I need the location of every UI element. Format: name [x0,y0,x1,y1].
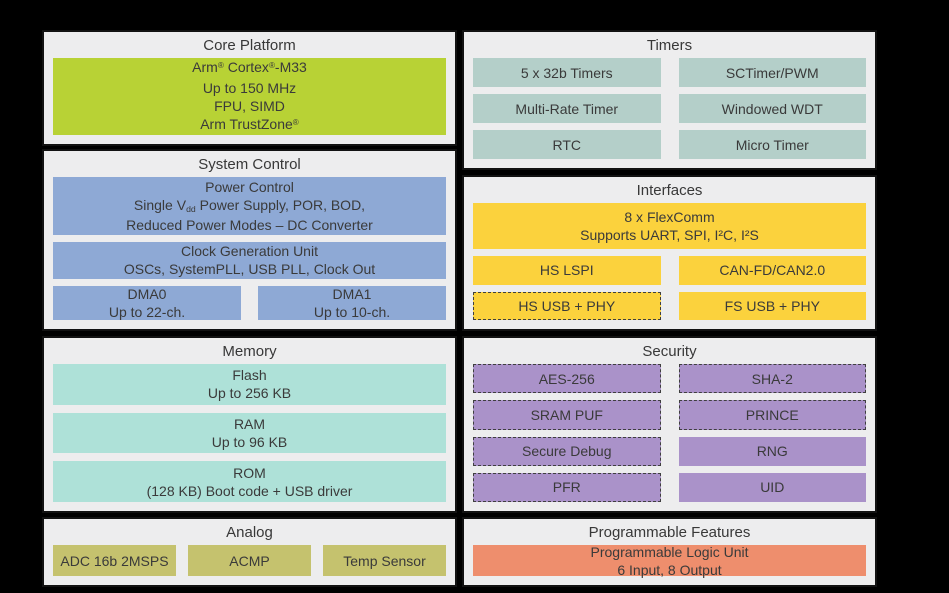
flash-size: Up to 256 KB [207,385,292,402]
block-sctimer-pwm: SCTimer/PWM [678,58,866,87]
cpu-line-4: Arm TrustZone® [200,115,299,136]
panel-interfaces: Interfaces 8 x FlexComm Supports UART, S… [462,175,877,331]
panel-core-platform: Core Platform Arm® Cortex®-M33 Up to 150… [42,30,457,146]
block-dma1: DMA1 Up to 10-ch. [258,285,446,320]
block-dma0: DMA0 Up to 22-ch. [53,285,241,320]
cpu-line-2: Up to 150 MHz [202,79,297,96]
block-hs-usb-phy: HS USB + PHY [473,291,661,320]
text-part: -M33 [274,58,307,75]
panel-title-memory: Memory [222,343,277,360]
block-temp-sensor: Temp Sensor [323,545,446,576]
block-uid: UID [678,472,866,502]
text-part: Arm [192,58,218,75]
block-adc: ADC 16b 2MSPS [53,545,176,576]
power-line-1: Power Control [205,179,294,195]
panel-title-analog: Analog [226,524,273,541]
panel-analog: Analog ADC 16b 2MSPS ACMP Temp Sensor [42,517,457,587]
text-part: Single V [133,197,187,213]
block-ram: RAM Up to 96 KB [53,412,446,454]
panel-title-system-control: System Control [198,156,301,173]
block-sram-puf: SRAM PUF [473,400,661,430]
dma0-name: DMA0 [127,285,167,302]
security-row-3: Secure Debug RNG [473,436,866,466]
block-multi-rate-timer: Multi-Rate Timer [473,94,661,123]
panel-title-programmable-features: Programmable Features [588,524,751,541]
panel-security: Security AES-256 SHA-2 SRAM PUF PRINCE S… [462,336,877,513]
timers-row-3: RTC Micro Timer [473,130,866,159]
analog-row: ADC 16b 2MSPS ACMP Temp Sensor [53,545,446,576]
power-line-3: Reduced Power Modes – DC Converter [126,217,373,233]
dma1-name: DMA1 [332,285,372,302]
registered-mark: ® [217,60,224,70]
timers-row-1: 5 x 32b Timers SCTimer/PWM [473,58,866,87]
block-secure-debug: Secure Debug [473,436,661,466]
block-5x32b-timers: 5 x 32b Timers [473,58,661,87]
cpu-line-3: FPU, SIMD [214,97,285,114]
dma1-channels: Up to 10-ch. [313,303,391,320]
block-sha-2: SHA-2 [678,364,866,394]
registered-mark: ® [292,117,299,127]
text-part: Cortex [223,58,269,75]
panel-timers: Timers 5 x 32b Timers SCTimer/PWM Multi-… [462,30,877,170]
security-row-4: PFR UID [473,472,866,502]
block-flash: Flash Up to 256 KB [53,364,446,405]
block-clock-generation: Clock Generation Unit OSCs, SystemPLL, U… [53,242,446,279]
block-prince: PRINCE [678,400,866,430]
block-rom: ROM (128 KB) Boot code + USB driver [53,461,446,503]
block-fs-usb-phy: FS USB + PHY [678,291,866,320]
block-windowed-wdt: Windowed WDT [678,94,866,123]
flash-name: Flash [232,367,267,384]
block-power-control: Power Control Single Vdd Power Supply, P… [53,177,446,235]
panel-title-timers: Timers [646,37,693,54]
block-flexcomm: 8 x FlexComm Supports UART, SPI, I²C, I²… [473,203,866,249]
panel-title-core-platform: Core Platform [203,37,296,54]
panel-system-control: System Control Power Control Single Vdd … [42,149,457,331]
interfaces-row-3: HS USB + PHY FS USB + PHY [473,291,866,320]
block-acmp: ACMP [188,545,311,576]
timers-row-2: Multi-Rate Timer Windowed WDT [473,94,866,123]
vdd-subscript: dd [186,204,196,215]
power-line-2: Single Vdd Power Supply, POR, BOD, [134,196,365,216]
dma-row: DMA0 Up to 22-ch. DMA1 Up to 10-ch. [53,285,446,320]
block-pfr: PFR [473,472,661,502]
block-aes-256: AES-256 [473,364,661,394]
flexcomm-line-1: 8 x FlexComm [624,209,715,225]
plu-line-2: 6 Input, 8 Output [617,561,722,578]
block-hs-lspi: HS LSPI [473,256,661,285]
security-row-1: AES-256 SHA-2 [473,364,866,394]
block-rtc: RTC [473,130,661,159]
clock-line-1: Clock Generation Unit [181,243,318,260]
block-rng: RNG [678,436,866,466]
clock-line-2: OSCs, SystemPLL, USB PLL, Clock Out [123,261,376,278]
block-programmable-logic-unit: Programmable Logic Unit 6 Input, 8 Outpu… [473,543,866,578]
panel-programmable-features: Programmable Features Programmable Logic… [462,517,877,587]
text-part: Power Supply, POR, BOD, [195,197,366,213]
cpu-line-1: Arm® Cortex®-M33 [192,58,307,79]
panel-title-interfaces: Interfaces [636,182,703,199]
panel-title-security: Security [642,343,697,360]
flexcomm-line-2: Supports UART, SPI, I²C, I²S [580,227,759,243]
plu-line-1: Programmable Logic Unit [590,543,749,560]
ram-size: Up to 96 KB [211,434,288,450]
registered-mark: ® [268,60,275,70]
ram-name: RAM [233,416,266,432]
interfaces-row-2: HS LSPI CAN-FD/CAN2.0 [473,256,866,285]
dma0-channels: Up to 22-ch. [108,303,186,320]
text-part: Arm TrustZone [200,115,293,132]
panel-memory: Memory Flash Up to 256 KB RAM Up to 96 K… [42,336,457,513]
security-row-2: SRAM PUF PRINCE [473,400,866,430]
block-cortex-m33: Arm® Cortex®-M33 Up to 150 MHz FPU, SIMD… [53,58,446,135]
block-micro-timer: Micro Timer [678,130,866,159]
block-can-fd: CAN-FD/CAN2.0 [678,256,866,285]
rom-detail: (128 KB) Boot code + USB driver [146,482,353,499]
rom-name: ROM [233,464,266,481]
